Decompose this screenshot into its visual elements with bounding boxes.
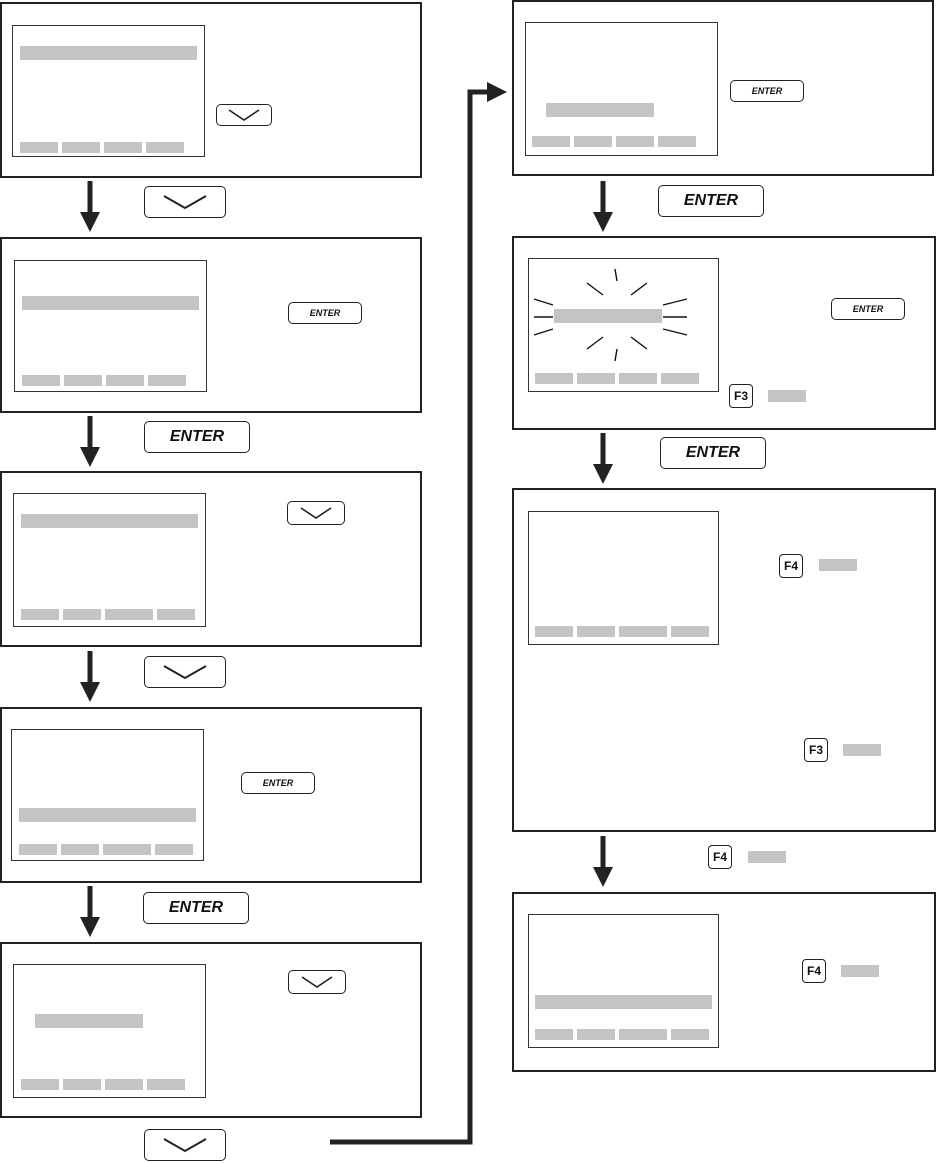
highlight-bar (22, 296, 199, 310)
function-key-label (535, 1029, 573, 1040)
function-key-label (104, 142, 142, 153)
function-key-label (671, 626, 709, 637)
function-key-label (146, 142, 184, 153)
f3-key-label (843, 744, 881, 756)
highlight-bar (35, 1014, 143, 1028)
function-key-label (619, 373, 657, 384)
function-key-label (22, 375, 60, 386)
function-key-label (577, 626, 615, 637)
function-key-label (105, 609, 153, 620)
function-key-label (532, 136, 570, 147)
highlight-bar (535, 995, 712, 1009)
step-3-panel (0, 471, 422, 647)
lcd-screen (12, 25, 205, 157)
function-key-label (661, 373, 699, 384)
function-key-label (105, 1079, 143, 1090)
chevron-down-icon (163, 665, 207, 680)
function-key-label (577, 1029, 615, 1040)
lcd-screen (528, 914, 719, 1048)
step-7-panel: ENTER F3 (512, 236, 936, 430)
function-key-label (148, 375, 186, 386)
function-key-label (63, 609, 101, 620)
f4-key-label (819, 559, 857, 571)
lcd-screen (14, 260, 207, 392)
function-key-label (658, 136, 696, 147)
function-key-label (616, 136, 654, 147)
blinking-highlight-bar (554, 309, 662, 323)
function-key-label (106, 375, 144, 386)
function-key-label (64, 375, 102, 386)
enter-key: ENTER (831, 298, 905, 320)
enter-key: ENTER (288, 302, 362, 324)
function-key-label (619, 626, 667, 637)
function-key-label (103, 844, 151, 855)
down-key (144, 1129, 226, 1161)
function-key-label (61, 844, 99, 855)
chevron-down-icon (228, 109, 260, 121)
step-5-panel (0, 942, 422, 1118)
lcd-screen (11, 729, 204, 861)
enter-key: ENTER (658, 185, 764, 217)
enter-key: ENTER (143, 892, 249, 924)
f3-key: F3 (804, 738, 828, 762)
chevron-down-icon (163, 195, 207, 210)
f4-key-label (748, 851, 786, 863)
highlight-bar (20, 46, 197, 60)
step-4-panel: ENTER (0, 707, 422, 883)
step-1-panel (0, 2, 422, 178)
lcd-screen (525, 22, 718, 156)
down-key (288, 970, 346, 994)
function-key-label (671, 1029, 709, 1040)
function-key-label (157, 609, 195, 620)
highlight-bar (19, 808, 196, 822)
function-key-label (535, 373, 573, 384)
down-key (144, 186, 226, 218)
step-9-panel: F4 (512, 892, 936, 1072)
function-key-label (147, 1079, 185, 1090)
connector-step5-step6 (330, 82, 507, 1145)
function-key-label (574, 136, 612, 147)
down-key (216, 104, 272, 126)
f4-key-label (841, 965, 879, 977)
down-key (287, 501, 345, 525)
function-key-label (535, 626, 573, 637)
highlight-bar (21, 514, 198, 528)
f4-key: F4 (802, 959, 826, 983)
function-key-label (577, 373, 615, 384)
highlight-bar (546, 103, 654, 117)
function-key-label (62, 142, 100, 153)
step-8-panel: F4 F3 (512, 488, 936, 832)
blink-rays-icon (533, 268, 688, 362)
function-key-label (619, 1029, 667, 1040)
enter-key: ENTER (730, 80, 804, 102)
function-key-label (21, 609, 59, 620)
enter-key: ENTER (660, 437, 766, 469)
lcd-screen (528, 258, 719, 392)
chevron-down-icon (301, 976, 333, 988)
f3-key: F3 (729, 384, 753, 408)
enter-key: ENTER (144, 421, 250, 453)
f3-key-label (768, 390, 806, 402)
chevron-down-icon (163, 1138, 207, 1153)
step-2-panel: ENTER (0, 237, 422, 413)
function-key-label (21, 1079, 59, 1090)
enter-key: ENTER (241, 772, 315, 794)
step-6-panel: ENTER (512, 0, 934, 176)
lcd-screen (13, 493, 206, 627)
function-key-label (155, 844, 193, 855)
down-key (144, 656, 226, 688)
f4-key: F4 (779, 554, 803, 578)
chevron-down-icon (300, 507, 332, 519)
lcd-screen (528, 511, 719, 645)
function-key-label (63, 1079, 101, 1090)
f4-key: F4 (708, 845, 732, 869)
function-key-label (20, 142, 58, 153)
lcd-screen (13, 964, 206, 1098)
function-key-label (19, 844, 57, 855)
